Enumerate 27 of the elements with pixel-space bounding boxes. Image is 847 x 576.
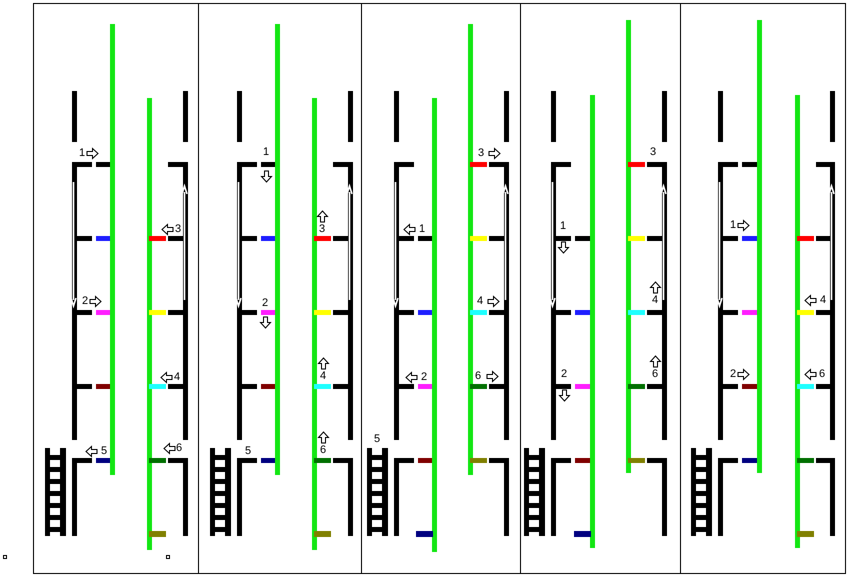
floor-number: 6: [652, 368, 658, 380]
floor-number: 4: [652, 294, 658, 306]
floor-number: 4: [174, 371, 180, 383]
floor-number: 6: [176, 442, 182, 454]
floor-number: 1: [560, 220, 566, 232]
floor-number: 4: [820, 294, 826, 306]
floor-number: 3: [478, 147, 484, 159]
floor-number: 5: [244, 445, 252, 457]
floor-number: 4: [320, 370, 326, 382]
floor-number: 2: [730, 368, 736, 380]
floor-number: 6: [320, 444, 326, 456]
floor-number: 2: [560, 368, 568, 380]
floor-number: 4: [476, 295, 484, 307]
floor-number: 3: [318, 223, 326, 235]
floor-number: 1: [730, 219, 736, 231]
floor-number: 6: [818, 368, 826, 380]
floor-number: 6: [474, 370, 482, 382]
floor-number: 1: [78, 147, 86, 159]
floor-number: 3: [174, 223, 182, 235]
floor-number: 1: [262, 146, 270, 158]
floor-number: 1: [418, 223, 426, 235]
floor-number: 5: [374, 433, 380, 445]
floor-number: 5: [100, 445, 108, 457]
floor-number: 3: [650, 146, 656, 158]
floor-number: 2: [262, 297, 268, 309]
floor-number: 2: [82, 295, 88, 307]
floor-number: 2: [420, 371, 428, 383]
